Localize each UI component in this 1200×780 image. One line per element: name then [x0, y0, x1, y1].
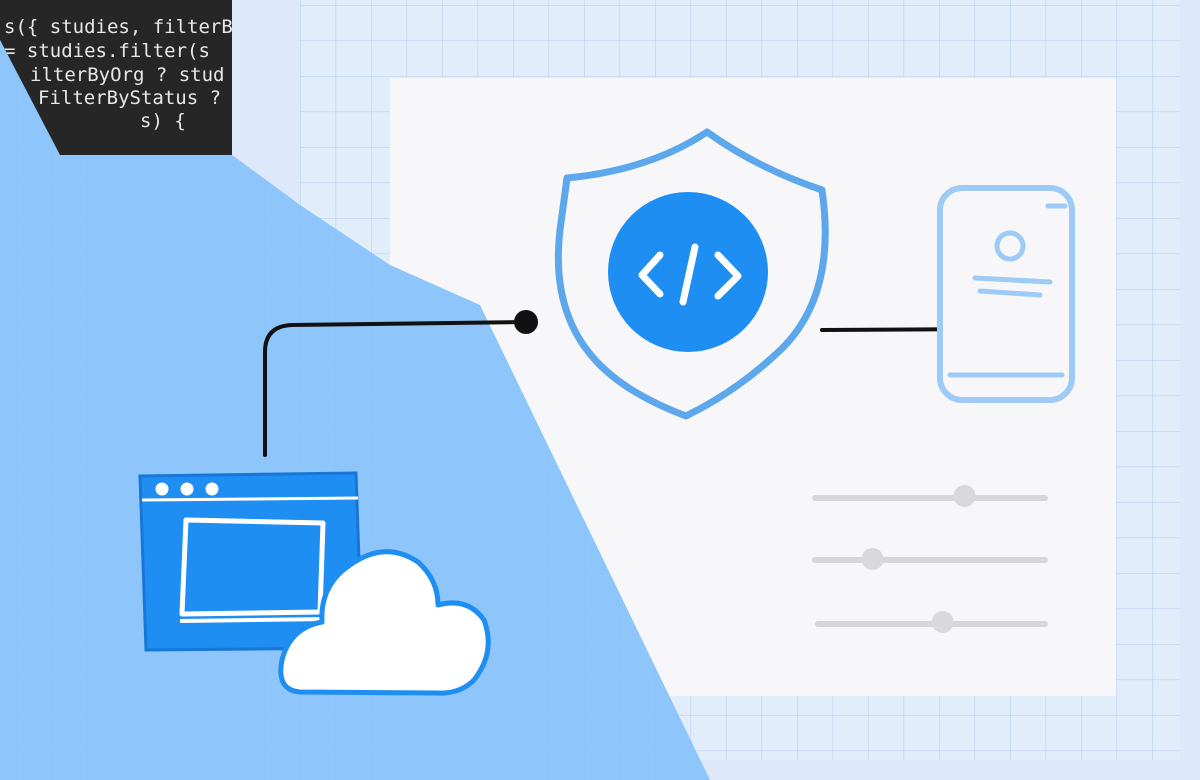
cloud-icon [278, 549, 491, 696]
shield-icon [554, 128, 829, 420]
connector-left [263, 310, 538, 457]
slider-knob [953, 485, 976, 507]
code-line-2: = studies.filter(s [4, 40, 210, 62]
code-icon [638, 243, 742, 306]
browser-window-icon [138, 471, 364, 652]
code-snippet: s({ studies, filterBy = studies.filter(s… [0, 0, 244, 160]
slider-1[interactable] [812, 485, 1048, 507]
slider-knob [931, 611, 954, 633]
window-dot [205, 482, 219, 496]
slider-knob [861, 548, 884, 570]
slider-3[interactable] [815, 611, 1048, 633]
window-dot [155, 482, 169, 496]
phone-icon [937, 185, 1075, 403]
window-dot [180, 482, 194, 496]
code-line-4: FilterByStatus ? [38, 87, 221, 109]
code-line-1: s({ studies, filterBy [4, 16, 244, 38]
code-line-3: ilterByOrg ? stud [30, 64, 224, 86]
slider-2[interactable] [812, 548, 1048, 570]
connector-dot-left [514, 310, 538, 334]
slider-group [812, 485, 1048, 633]
code-line-5: s) { [140, 110, 186, 132]
